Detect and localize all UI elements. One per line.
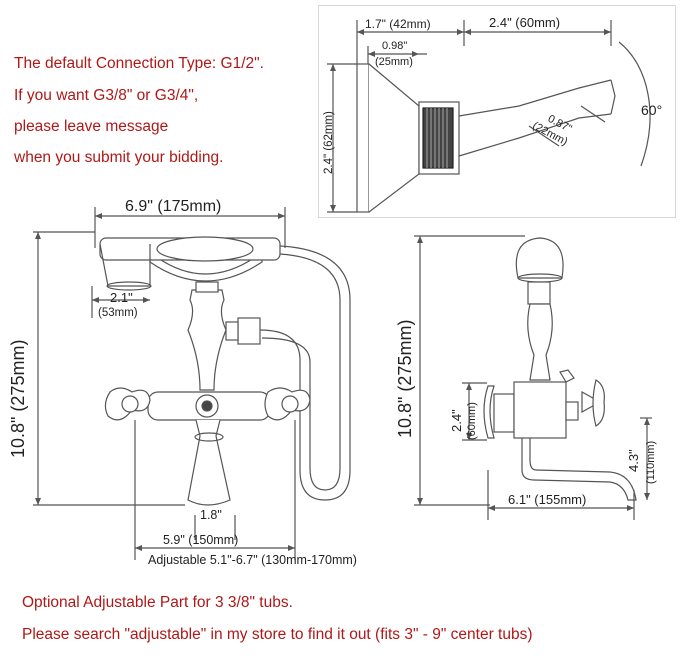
dim-spout: 1.8" bbox=[200, 508, 222, 522]
optional-note-line-1: Optional Adjustable Part for 3 3/8" tubs… bbox=[22, 594, 293, 611]
connection-note-line-2: If you want G3/8" or G3/4", bbox=[14, 87, 199, 104]
dim-front-height: 10.8" (275mm) bbox=[8, 339, 28, 458]
bracket-drawing bbox=[327, 20, 651, 213]
dim-handset-head-inches: 2.1" bbox=[110, 290, 133, 305]
dim-flange-inches: 2.4" bbox=[449, 409, 464, 432]
dim-collar-mm: (25mm) bbox=[375, 56, 413, 68]
dim-handset-head-mm: (53mm) bbox=[98, 307, 138, 319]
dim-bracket-width-total: 1.7" (42mm) bbox=[365, 17, 431, 31]
optional-note-line-2: Please search "adjustable" in my store t… bbox=[22, 626, 533, 643]
dim-angle: 60° bbox=[641, 102, 663, 118]
dim-flange-mm: (60mm) bbox=[466, 402, 478, 440]
dim-handset-width: 6.9" (175mm) bbox=[125, 198, 222, 215]
shower-bracket-inset: 1.7" (42mm) 2.4" (60mm) 0.98" (25mm) 0.8… bbox=[318, 5, 676, 218]
dim-adjustable-range: Adjustable 5.1"-6.7" (130mm-170mm) bbox=[148, 553, 357, 567]
connection-note-line-3: please leave message bbox=[14, 118, 169, 135]
dim-collar-inches: 0.98" bbox=[382, 40, 408, 52]
dim-spout-reach: 6.1" (155mm) bbox=[508, 492, 587, 507]
dim-side-height: 10.8" (275mm) bbox=[395, 319, 415, 438]
dim-spout-drop-mm: (110mm) bbox=[645, 440, 657, 484]
dim-spout-drop-inches: 4.3" bbox=[626, 449, 641, 472]
dim-centers: 5.9" (150mm) bbox=[163, 533, 239, 547]
connection-note-line-1: The default Connection Type: G1/2". bbox=[14, 55, 264, 72]
dim-bracket-arm-length: 2.4" (60mm) bbox=[489, 15, 561, 30]
connection-note-line-4: when you submit your bidding. bbox=[14, 149, 224, 166]
